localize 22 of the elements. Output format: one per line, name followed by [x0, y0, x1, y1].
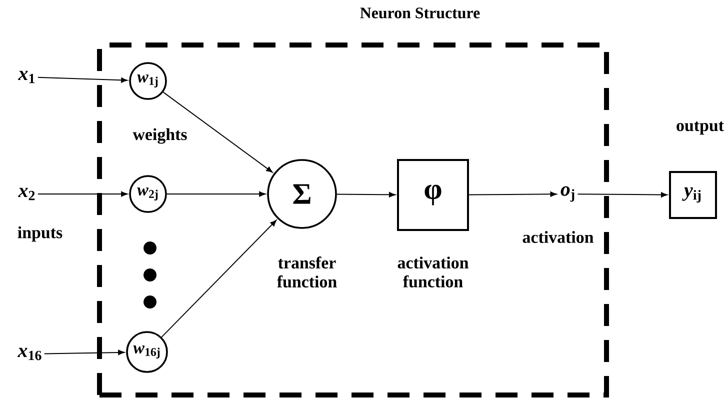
- arrow: [336, 192, 396, 198]
- node-caption: activation: [522, 231, 594, 243]
- variable-label: o$_{j}$: [560, 186, 574, 202]
- node-caption: transfer function: [277, 256, 337, 288]
- node-label: Neuron Structure: [360, 8, 480, 18]
- function-box: y$_{ij}$: [669, 171, 717, 219]
- node-caption: activation function: [398, 256, 468, 288]
- arrow: [44, 350, 125, 356]
- arrow: [468, 192, 557, 197]
- function-box: φ: [397, 159, 469, 231]
- variable-label: x$_{2}$: [18, 188, 35, 200]
- variable-label: x$_{1}$: [18, 70, 34, 84]
- arrow: [166, 191, 266, 197]
- node-caption: output: [676, 121, 724, 135]
- text-label: inputs: [18, 226, 62, 242]
- arrow: [162, 92, 273, 173]
- variable-label: x$_{16}$: [18, 348, 42, 360]
- arrow: [37, 191, 128, 197]
- arrow: [161, 220, 277, 338]
- arrow: [577, 192, 668, 198]
- arrow: [37, 76, 128, 83]
- text-label: weights: [132, 128, 187, 144]
